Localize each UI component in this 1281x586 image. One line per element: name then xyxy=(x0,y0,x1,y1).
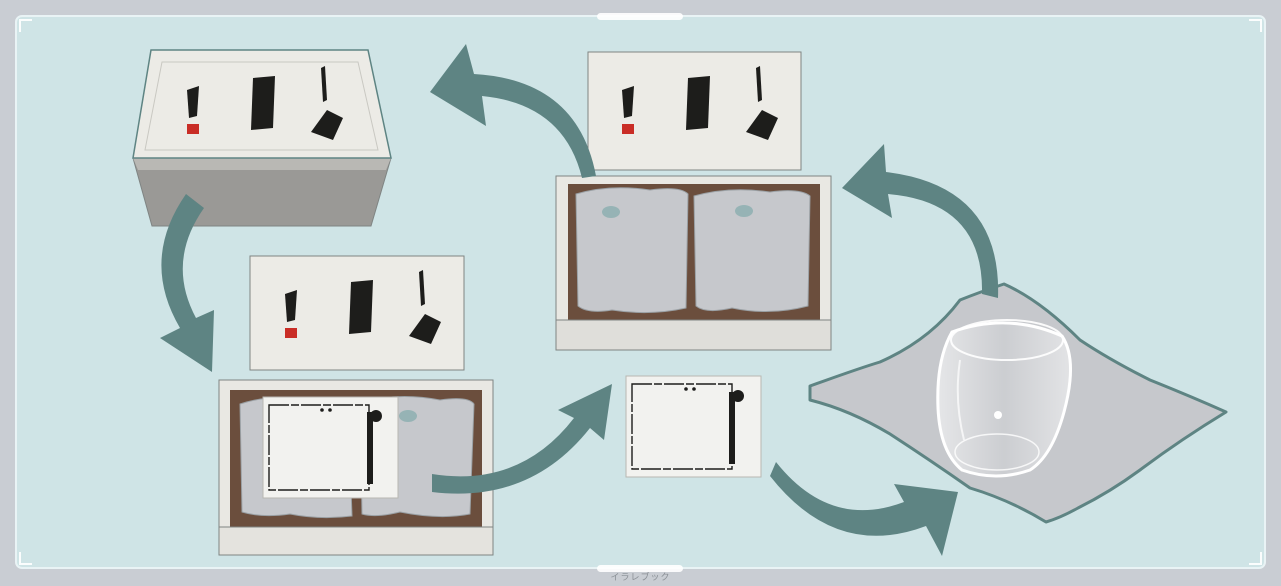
open-box-with-glasses xyxy=(555,51,832,351)
credit-text: イラレブック xyxy=(610,573,671,583)
cloth-with-glass xyxy=(808,282,1228,524)
closed-box xyxy=(132,49,392,227)
open-box-with-card xyxy=(218,255,494,556)
top-highlight xyxy=(597,13,683,20)
glass-bag-left xyxy=(575,187,689,314)
message-card xyxy=(625,375,762,478)
arrow-step-1 xyxy=(160,194,214,372)
flow-arrows xyxy=(160,44,999,556)
arrow-step-5 xyxy=(430,44,596,178)
corner-marks xyxy=(19,19,1262,565)
arrow-step-3 xyxy=(770,462,958,556)
arrow-step-4 xyxy=(842,144,999,298)
glass-bag-right xyxy=(693,189,811,313)
arrow-step-2 xyxy=(432,384,612,494)
glass-tumbler xyxy=(936,319,1073,478)
bottom-highlight xyxy=(597,565,683,572)
